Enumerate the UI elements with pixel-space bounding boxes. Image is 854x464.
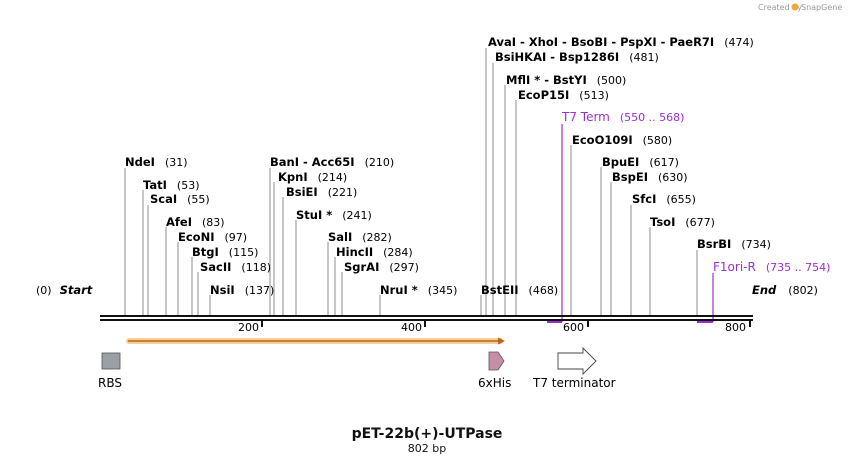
- site-label: BsiHKAI - Bsp1286I(481): [495, 50, 659, 64]
- end-label: End(802): [752, 283, 818, 297]
- site-label: ScaI(55): [150, 192, 210, 206]
- feature-rbs[interactable]: RBS: [98, 352, 122, 390]
- credit-brand: SnapGene: [801, 3, 842, 12]
- site-label: BstEII(468): [481, 283, 558, 297]
- site-label: BtgI(115): [192, 245, 258, 259]
- tick-label: 200: [238, 321, 259, 334]
- feature-t7-terminator[interactable]: T7 terminator: [532, 346, 616, 390]
- primer-t7-term[interactable]: T7 Term(550 .. 568): [547, 110, 684, 323]
- site-label: AvaI - XhoI - BsoBI - PspXI - PaeR7I(474…: [488, 35, 754, 49]
- site-label: MflI * - BstYI(500): [506, 73, 626, 87]
- dna-backbone: [100, 315, 753, 321]
- orf-arrow[interactable]: [126, 337, 505, 345]
- start-label: (0)Start: [36, 283, 93, 297]
- ruler: 200 400 600 800: [238, 320, 751, 334]
- site-label: BsiEI(221): [286, 185, 357, 199]
- tick-label: 800: [725, 321, 746, 334]
- site-label: SgrAI(297): [344, 260, 419, 274]
- site-label: SacII(118): [200, 260, 271, 274]
- site-label: BspEI(630): [612, 170, 688, 184]
- site-label: TsoI(677): [650, 215, 715, 229]
- primer-f1ori-r[interactable]: F1ori-R(735 .. 754): [697, 260, 830, 323]
- site-label: BpuEI(617): [602, 155, 679, 169]
- site-label: TatI(53): [143, 178, 200, 192]
- site-label: NruI *(345): [380, 283, 457, 297]
- svg-text:F1ori-R(735 .. 754): F1ori-R(735 .. 754): [713, 260, 830, 274]
- feature-label: 6xHis: [478, 376, 511, 390]
- plasmid-name: pET-22b(+)-UTPase: [352, 426, 503, 442]
- plasmid-size: 802 bp: [408, 442, 446, 455]
- site-label: EcoP15I(513): [518, 88, 609, 102]
- site-label: KpnI(214): [278, 170, 347, 184]
- site-label: EcoNI(97): [178, 230, 247, 244]
- site-label: EcoO109I(580): [572, 133, 672, 147]
- site-label: NsiI(137): [210, 283, 274, 297]
- tick-label: 600: [563, 321, 584, 334]
- site-label: NdeI(31): [125, 155, 188, 169]
- svg-text:T7 Term(550 .. 568): T7 Term(550 .. 568): [561, 110, 684, 124]
- feature-label: RBS: [98, 376, 122, 390]
- site-label: SfcI(655): [632, 192, 696, 206]
- site-label: SalI(282): [328, 230, 392, 244]
- tick-label: 400: [401, 321, 422, 334]
- site-label: BsrBI(734): [697, 237, 771, 251]
- credit-text: Created by: [758, 3, 802, 12]
- site-label: AfeI(83): [166, 215, 225, 229]
- site-label: HincII(284): [336, 245, 413, 259]
- restriction-sites: NdeI(31) TatI(53) ScaI(55) AfeI(83) EcoN…: [125, 35, 771, 297]
- site-label: StuI *(241): [296, 208, 372, 222]
- feature-label: T7 terminator: [532, 376, 616, 390]
- snapgene-logo-icon: [791, 3, 799, 11]
- site-leader-lines: [124, 48, 698, 316]
- site-label: BanI - Acc65I(210): [270, 155, 394, 169]
- feature-6xhis[interactable]: 6xHis: [478, 351, 511, 390]
